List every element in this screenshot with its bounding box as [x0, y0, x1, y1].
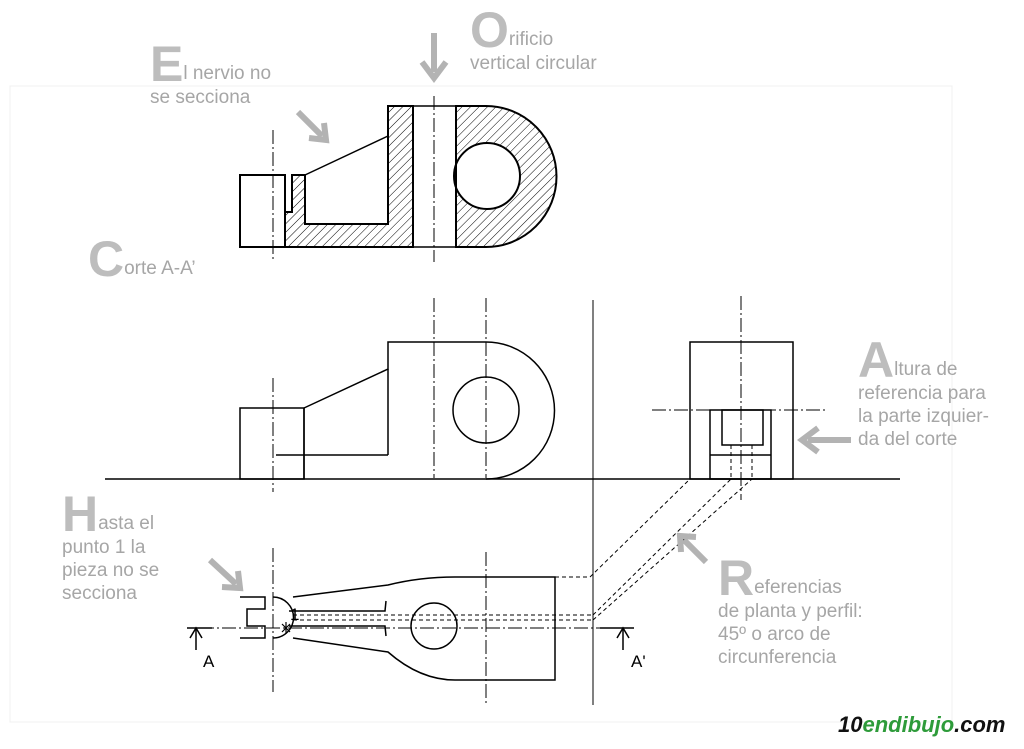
note-hasta: Hasta el punto 1 la pieza no se secciona [62, 489, 160, 605]
note-orificio: Orificio vertical circular [470, 5, 597, 75]
plan-hidden-lines [293, 576, 593, 621]
note-hasta-line1: asta el [98, 513, 155, 534]
note-altura-line2: referencia para [858, 383, 986, 404]
elevation-body [303, 341, 556, 480]
section-hatch-L [284, 105, 414, 248]
plan-outline [240, 596, 266, 639]
note-orificio-line1: rificio [508, 29, 554, 50]
note-nervio-cap: E [150, 36, 184, 92]
note-referencias-line1: eferencias [754, 577, 842, 598]
brand-logo[interactable]: 10endibujo.com [838, 712, 1006, 738]
callout-arrows [207, 33, 851, 592]
note-orificio-line2: vertical circular [470, 53, 597, 74]
note-nervio-line2: se secciona [150, 87, 251, 108]
elevation-center-lines [272, 298, 487, 492]
arrow-orificio-icon [419, 33, 449, 83]
projection-lines [589, 478, 753, 621]
arrow-referencias-icon [676, 532, 709, 565]
arrow-hasta-icon [207, 557, 244, 592]
note-referencias-line3: 45º o arco de [718, 624, 831, 645]
section-view [239, 105, 558, 248]
arrow-nervio-icon [295, 109, 330, 144]
note-corte: Corte A-A’ [88, 234, 196, 284]
elevation-left-block [239, 407, 305, 480]
note-nervio: El nervio no se secciona [150, 39, 272, 109]
note-referencias-cap: R [718, 550, 755, 606]
note-altura-line4: da del corte [858, 429, 958, 450]
note-orificio-cap: O [470, 2, 509, 58]
section-left-block [239, 174, 286, 248]
note-altura-cap: A [858, 332, 895, 388]
note-altura-line3: la parte izquier- [858, 406, 989, 427]
label-point-1: 1 [290, 605, 300, 624]
note-hasta-line3: pieza no se [62, 560, 160, 581]
section-hatch-R [452, 105, 558, 248]
brand-mid: endibujo [862, 712, 955, 737]
plan-center-lines [200, 548, 600, 706]
page-frame [9, 85, 953, 723]
elevation-view [239, 341, 556, 480]
note-altura-line1: ltura de [894, 359, 958, 380]
note-corte-text: orte A-A’ [124, 258, 196, 279]
note-hasta-line4: secciona [62, 583, 137, 604]
profile-center-lines [652, 296, 825, 500]
section-center-lines [272, 96, 435, 262]
cut-arrow-a [187, 626, 212, 650]
plan-fork-arc [272, 596, 295, 639]
note-hasta-cap: H [62, 486, 99, 542]
label-a-prime: A' [631, 652, 646, 671]
note-nervio-line1: l nervio no [183, 63, 272, 84]
arrow-altura-icon [797, 425, 851, 455]
note-altura: Altura de referencia para la parte izqui… [858, 335, 989, 451]
label-a: A [203, 652, 215, 671]
profile-hidden-lines [730, 445, 753, 479]
note-referencias: Referencias de planta y perfil: 45º o ar… [718, 553, 863, 669]
section-rib-line [304, 135, 389, 176]
note-referencias-line2: de planta y perfil: [718, 601, 863, 622]
note-referencias-line4: circunferencia [718, 647, 837, 668]
point-1-marker [281, 622, 291, 634]
brand-suffix: .com [954, 712, 1006, 737]
note-corte-cap: C [88, 231, 125, 287]
plan-hole [410, 602, 458, 650]
brand-prefix: 10 [838, 712, 863, 737]
plan-arm [289, 600, 387, 637]
cut-arrow-a-prime [600, 626, 634, 650]
note-hasta-line2: punto 1 la [62, 537, 146, 558]
